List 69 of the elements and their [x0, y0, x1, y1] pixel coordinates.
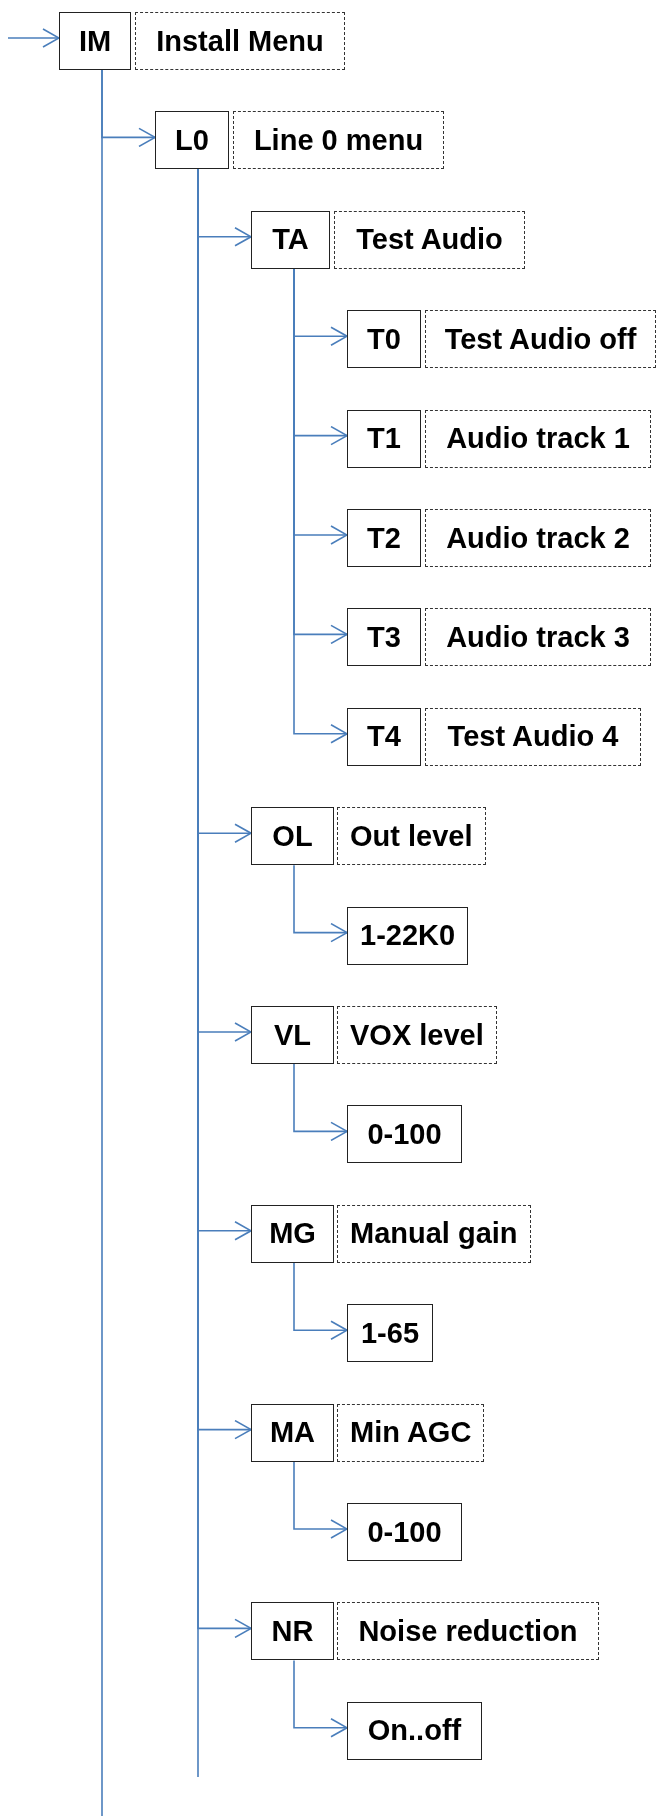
arrow — [293, 864, 348, 943]
menu-code-box — [251, 807, 334, 866]
code-text: MG — [269, 1219, 316, 1249]
code-text: 1-22K0 — [360, 921, 456, 951]
menu-code-box — [251, 210, 330, 269]
code-text: L0 — [175, 125, 209, 155]
code-text: NR — [271, 1616, 314, 1646]
description-text: Test Audio 4 — [447, 722, 619, 752]
menu-code-box — [251, 1204, 334, 1263]
menu-code-box — [251, 1006, 334, 1064]
description-text: VOX level — [350, 1020, 484, 1050]
description-text: Test Audio off — [444, 324, 637, 354]
code-text: OL — [272, 821, 313, 851]
code-text: IM — [78, 26, 112, 56]
description-box — [337, 1403, 485, 1462]
arrow — [293, 1659, 348, 1738]
description-box — [425, 409, 651, 468]
description-text: Test Audio — [356, 225, 503, 255]
menu-code-box — [155, 111, 229, 170]
code-text: VL — [273, 1020, 312, 1050]
description-box — [334, 210, 525, 269]
menu-code-box — [347, 906, 469, 965]
description-box — [233, 111, 444, 170]
menu-code-box — [347, 608, 421, 667]
arrow — [293, 1063, 348, 1142]
description-box — [337, 807, 486, 866]
menu-code-box — [347, 1304, 433, 1363]
code-text: 1-65 — [360, 1318, 419, 1348]
description-box — [425, 608, 651, 667]
description-text: Out level — [350, 821, 473, 851]
menu-code-box — [251, 1602, 334, 1661]
menu-code-box — [59, 12, 131, 70]
description-text: Audio track 3 — [446, 622, 630, 652]
description-text: Audio track 2 — [446, 523, 630, 553]
menu-code-box — [347, 509, 421, 567]
description-text: Min AGC — [350, 1418, 472, 1448]
description-box — [425, 310, 656, 369]
description-box — [425, 707, 641, 766]
description-text: Noise reduction — [358, 1616, 578, 1646]
menu-code-box — [347, 707, 421, 766]
code-text: On..off — [367, 1716, 462, 1746]
arrow — [293, 1262, 348, 1340]
code-text: T2 — [367, 523, 401, 553]
description-text: Audio track 1 — [446, 424, 630, 454]
description-box — [135, 12, 345, 70]
menu-code-box — [347, 1701, 482, 1760]
menu-code-box — [347, 1503, 462, 1561]
code-text: TA — [272, 225, 309, 255]
code-text: 0-100 — [367, 1119, 442, 1149]
description-box — [425, 509, 651, 567]
arrow — [101, 69, 156, 148]
menu-code-box — [347, 1105, 462, 1164]
arrow — [293, 1460, 348, 1539]
code-text: T3 — [367, 622, 401, 652]
code-text: T1 — [367, 424, 401, 454]
code-text: MA — [269, 1418, 316, 1448]
code-text: T4 — [367, 722, 401, 752]
description-text: Line 0 menu — [253, 125, 424, 155]
arrow — [7, 28, 60, 48]
menu-code-box — [347, 409, 421, 468]
description-text: Manual gain — [350, 1219, 518, 1249]
description-box — [337, 1006, 497, 1064]
menu-code-box — [347, 310, 421, 369]
description-box — [337, 1602, 599, 1661]
code-text: T0 — [367, 324, 401, 354]
menu-code-box — [251, 1403, 334, 1462]
code-text: 0-100 — [367, 1517, 442, 1547]
description-box — [337, 1204, 531, 1263]
description-text: Install Menu — [156, 26, 324, 56]
